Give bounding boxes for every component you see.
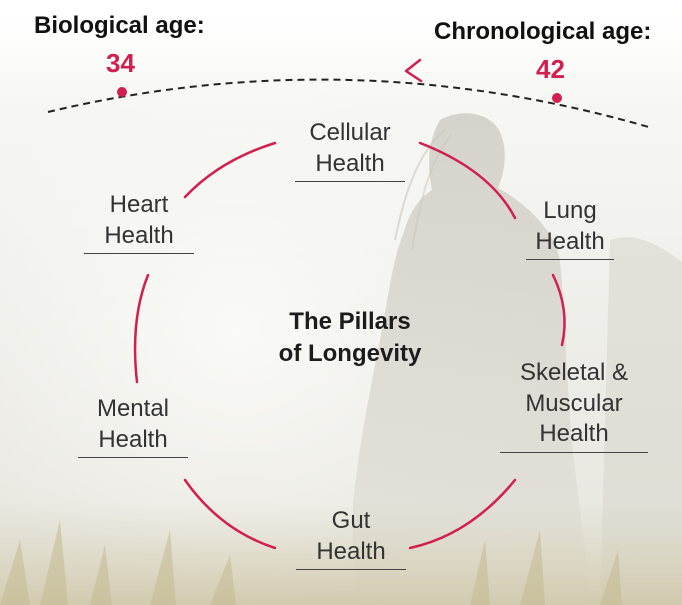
chronological-age-label: Chronological age: <box>434 20 651 44</box>
pillar-heart-health: Heart Health <box>84 190 194 254</box>
pillar-skeletal-muscular-health: Skeletal & Muscular Health <box>500 358 648 453</box>
center-title-line1: The Pillars <box>255 306 445 338</box>
pillar-lung-health: Lung Health <box>526 196 614 260</box>
center-title: The Pillars of Longevity <box>255 306 445 371</box>
pillar-gut-health: Gut Health <box>296 506 406 570</box>
center-title-line2: of Longevity <box>255 338 445 370</box>
pillar-cellular-health: Cellular Health <box>295 118 405 182</box>
biological-age-value: 34 <box>106 50 135 76</box>
biological-age-label: Biological age: <box>34 14 205 38</box>
pillar-mental-health: Mental Health <box>78 394 188 458</box>
chronological-age-value: 42 <box>536 56 565 82</box>
